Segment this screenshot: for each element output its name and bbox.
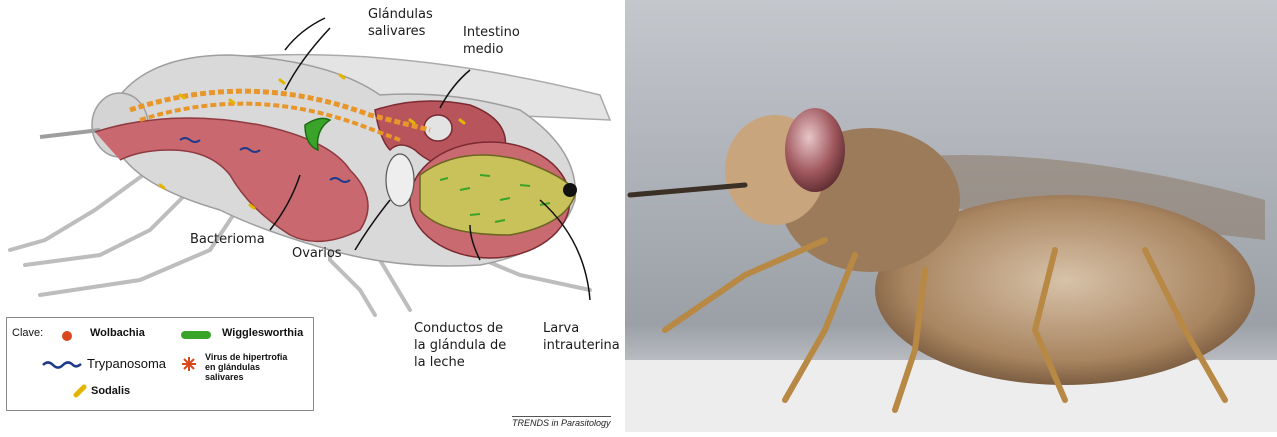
legend-title: Clave: (12, 327, 43, 339)
tsetse-anatomy-diagram: Glándulas salivares Intestino medio Bact… (0, 0, 625, 432)
photo-compound-eye (785, 108, 845, 192)
virus-icon (181, 356, 197, 372)
legend: Clave: Wolbachia Wigglesworthia Trypanos… (6, 317, 314, 411)
label-ovaries: Ovarios (292, 245, 342, 262)
ovaries (386, 154, 414, 206)
label-midgut: Intestino medio (463, 24, 520, 58)
label-intrauterine-larva: Larva intrauterina (543, 320, 620, 354)
label-salivary-glands: Glándulas salivares (368, 6, 433, 40)
midgut-lumen (424, 115, 452, 141)
legend-sodalis: Sodalis (91, 385, 130, 397)
figure-credit: TRENDS in Parasitology (512, 416, 611, 428)
tsetse-fly-photo (625, 0, 1277, 432)
sodalis-icon (73, 384, 87, 398)
wigglesworthia-icon (179, 329, 213, 341)
tsetse-fly-photo-image (625, 0, 1277, 432)
label-milk-gland-ducts: Conductos de la glándula de la leche (414, 320, 506, 371)
label-bacteriome: Bacterioma (190, 231, 265, 248)
fly-proboscis (40, 130, 100, 137)
legend-virus: Virus de hipertrofia en glándulas saliva… (205, 352, 287, 382)
larva-spiracle (563, 183, 577, 197)
legend-wigglesworthia: Wigglesworthia (222, 327, 303, 339)
wolbachia-icon (60, 329, 74, 343)
legend-wolbachia: Wolbachia (90, 327, 145, 339)
trypanosoma-icon (41, 357, 83, 371)
legend-trypanosoma: Trypanosoma (87, 356, 166, 371)
